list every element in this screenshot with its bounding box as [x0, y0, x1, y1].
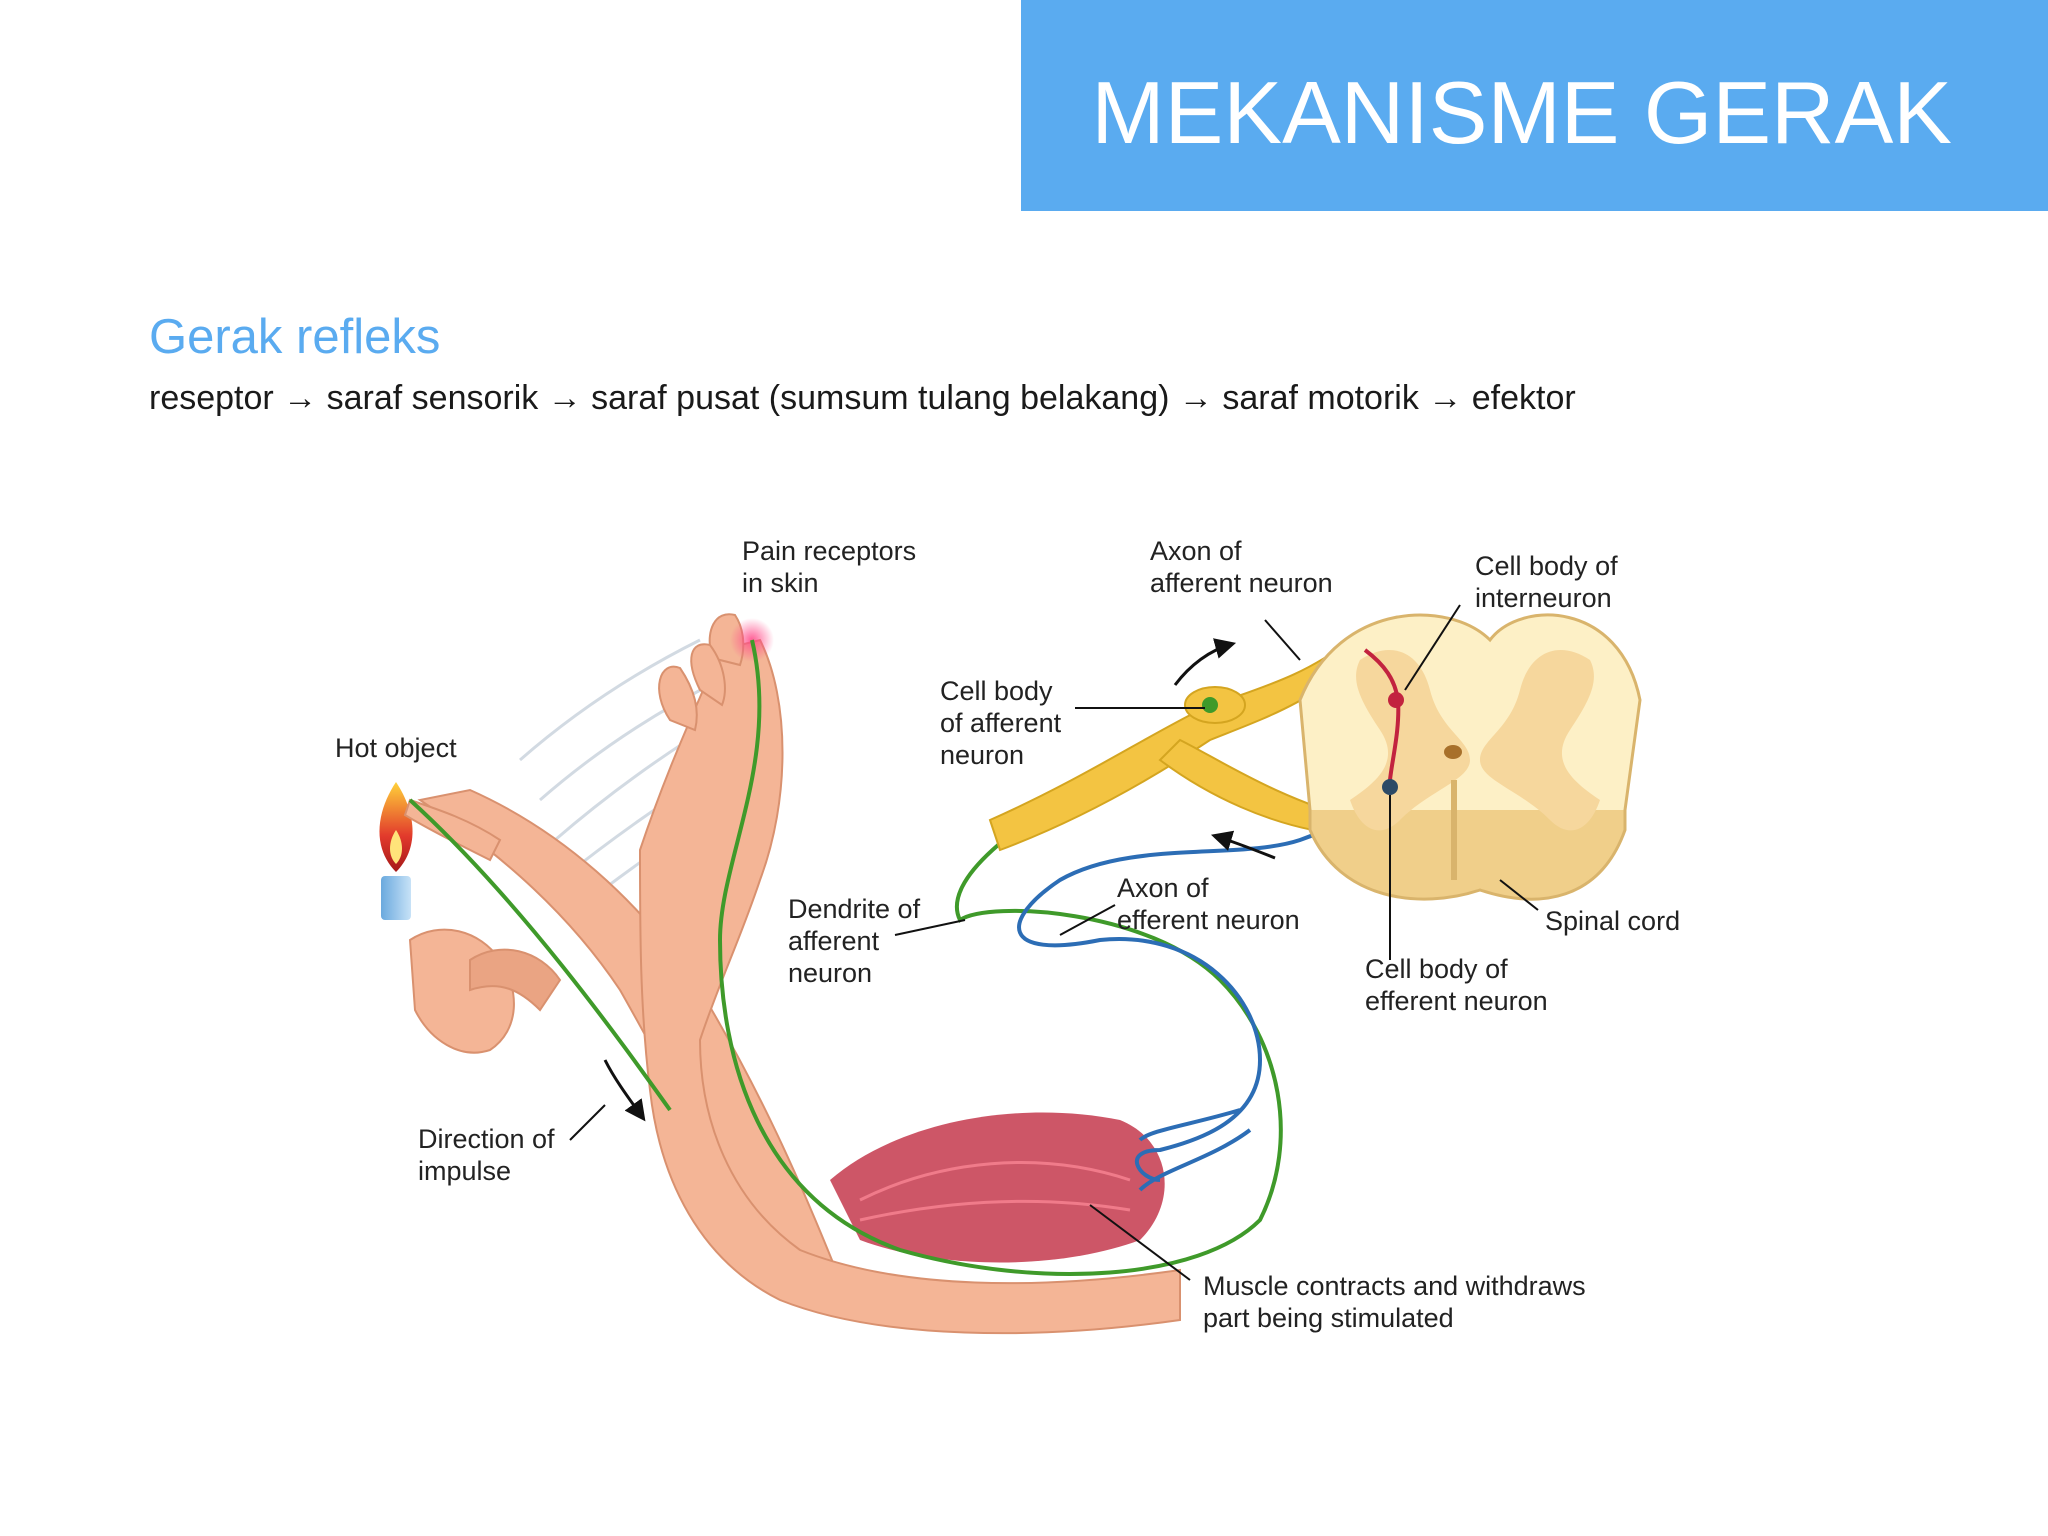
label-dendrite-afferent-line1: Dendrite of: [788, 894, 921, 924]
afferent-nerve: [408, 639, 1283, 1276]
direction-arrows: [603, 638, 1276, 1122]
slide-title: MEKANISME GERAK: [1091, 63, 1952, 162]
slide-subtitle: Gerak refleks: [149, 310, 441, 364]
label-axon-afferent-line1: Axon of: [1150, 536, 1242, 566]
label-muscle-line1: Muscle contracts and withdraws: [1203, 1271, 1586, 1301]
label-cell-body-afferent-line2: of afferent: [940, 708, 1062, 738]
efferent-cell-body: [1382, 779, 1398, 795]
leader-lines: [569, 604, 1539, 1281]
upper-arm-and-hand: [638, 613, 1181, 1335]
label-cell-body-afferent-line1: Cell body: [940, 676, 1053, 706]
label-axon-afferent-line2: afferent neuron: [1150, 568, 1333, 598]
title-banner: MEKANISME GERAK: [1021, 0, 2048, 211]
afferent-cell-body: [1202, 697, 1218, 713]
efferent-nerve: [1017, 785, 1387, 1192]
hot-object-candle: [379, 782, 413, 920]
label-hot-object: Hot object: [335, 733, 457, 763]
label-cell-body-interneuron-line1: Cell body of: [1475, 551, 1618, 581]
label-cell-body-efferent-line1: Cell body of: [1365, 954, 1508, 984]
label-dendrite-afferent-line3: neuron: [788, 958, 872, 988]
reflex-pathway-text: reseptor → saraf sensorik → saraf pusat …: [149, 379, 1576, 417]
spinal-cord-section: [1298, 613, 1642, 901]
label-pain-receptors-line1: Pain receptors: [742, 536, 916, 566]
label-muscle-line2: part being stimulated: [1203, 1303, 1454, 1333]
label-cell-body-interneuron-line2: interneuron: [1475, 583, 1612, 613]
label-direction-impulse-line1: Direction of: [418, 1124, 555, 1154]
label-pain-receptors-line2: in skin: [742, 568, 819, 598]
label-direction-impulse-line2: impulse: [418, 1156, 511, 1186]
label-spinal-cord: Spinal cord: [1545, 906, 1680, 936]
muscle: [830, 1112, 1165, 1263]
label-cell-body-efferent-line2: efferent neuron: [1365, 986, 1548, 1016]
label-axon-efferent-line2: efferent neuron: [1117, 905, 1300, 935]
label-cell-body-afferent-line3: neuron: [940, 740, 1024, 770]
label-dendrite-afferent-line2: afferent: [788, 926, 880, 956]
interneuron-cell-body: [1388, 692, 1404, 708]
forearm-and-hand: [403, 788, 842, 1283]
label-axon-efferent-line1: Axon of: [1117, 873, 1209, 903]
